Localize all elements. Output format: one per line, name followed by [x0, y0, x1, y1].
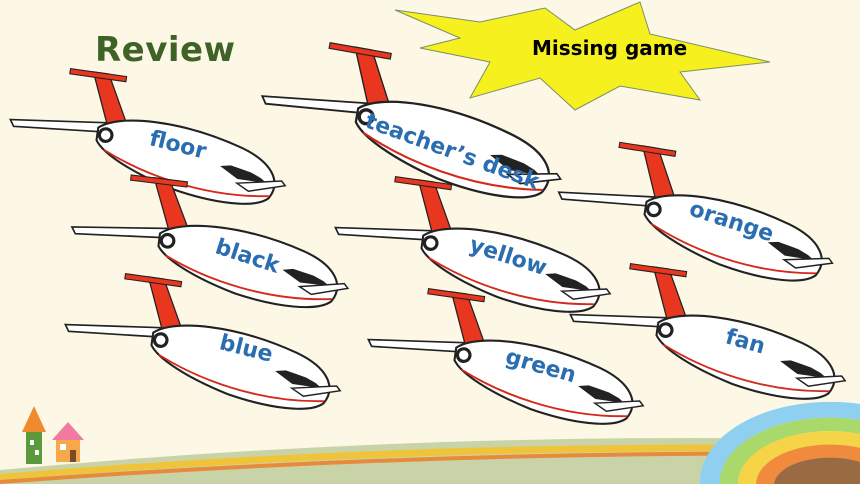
slide-title: Review [95, 30, 236, 70]
tower-icon [22, 406, 46, 464]
starburst-icon [394, 1, 771, 111]
house-icon [52, 422, 84, 462]
rainbow-decoration [699, 401, 860, 484]
game-label: Missing game [532, 36, 688, 60]
